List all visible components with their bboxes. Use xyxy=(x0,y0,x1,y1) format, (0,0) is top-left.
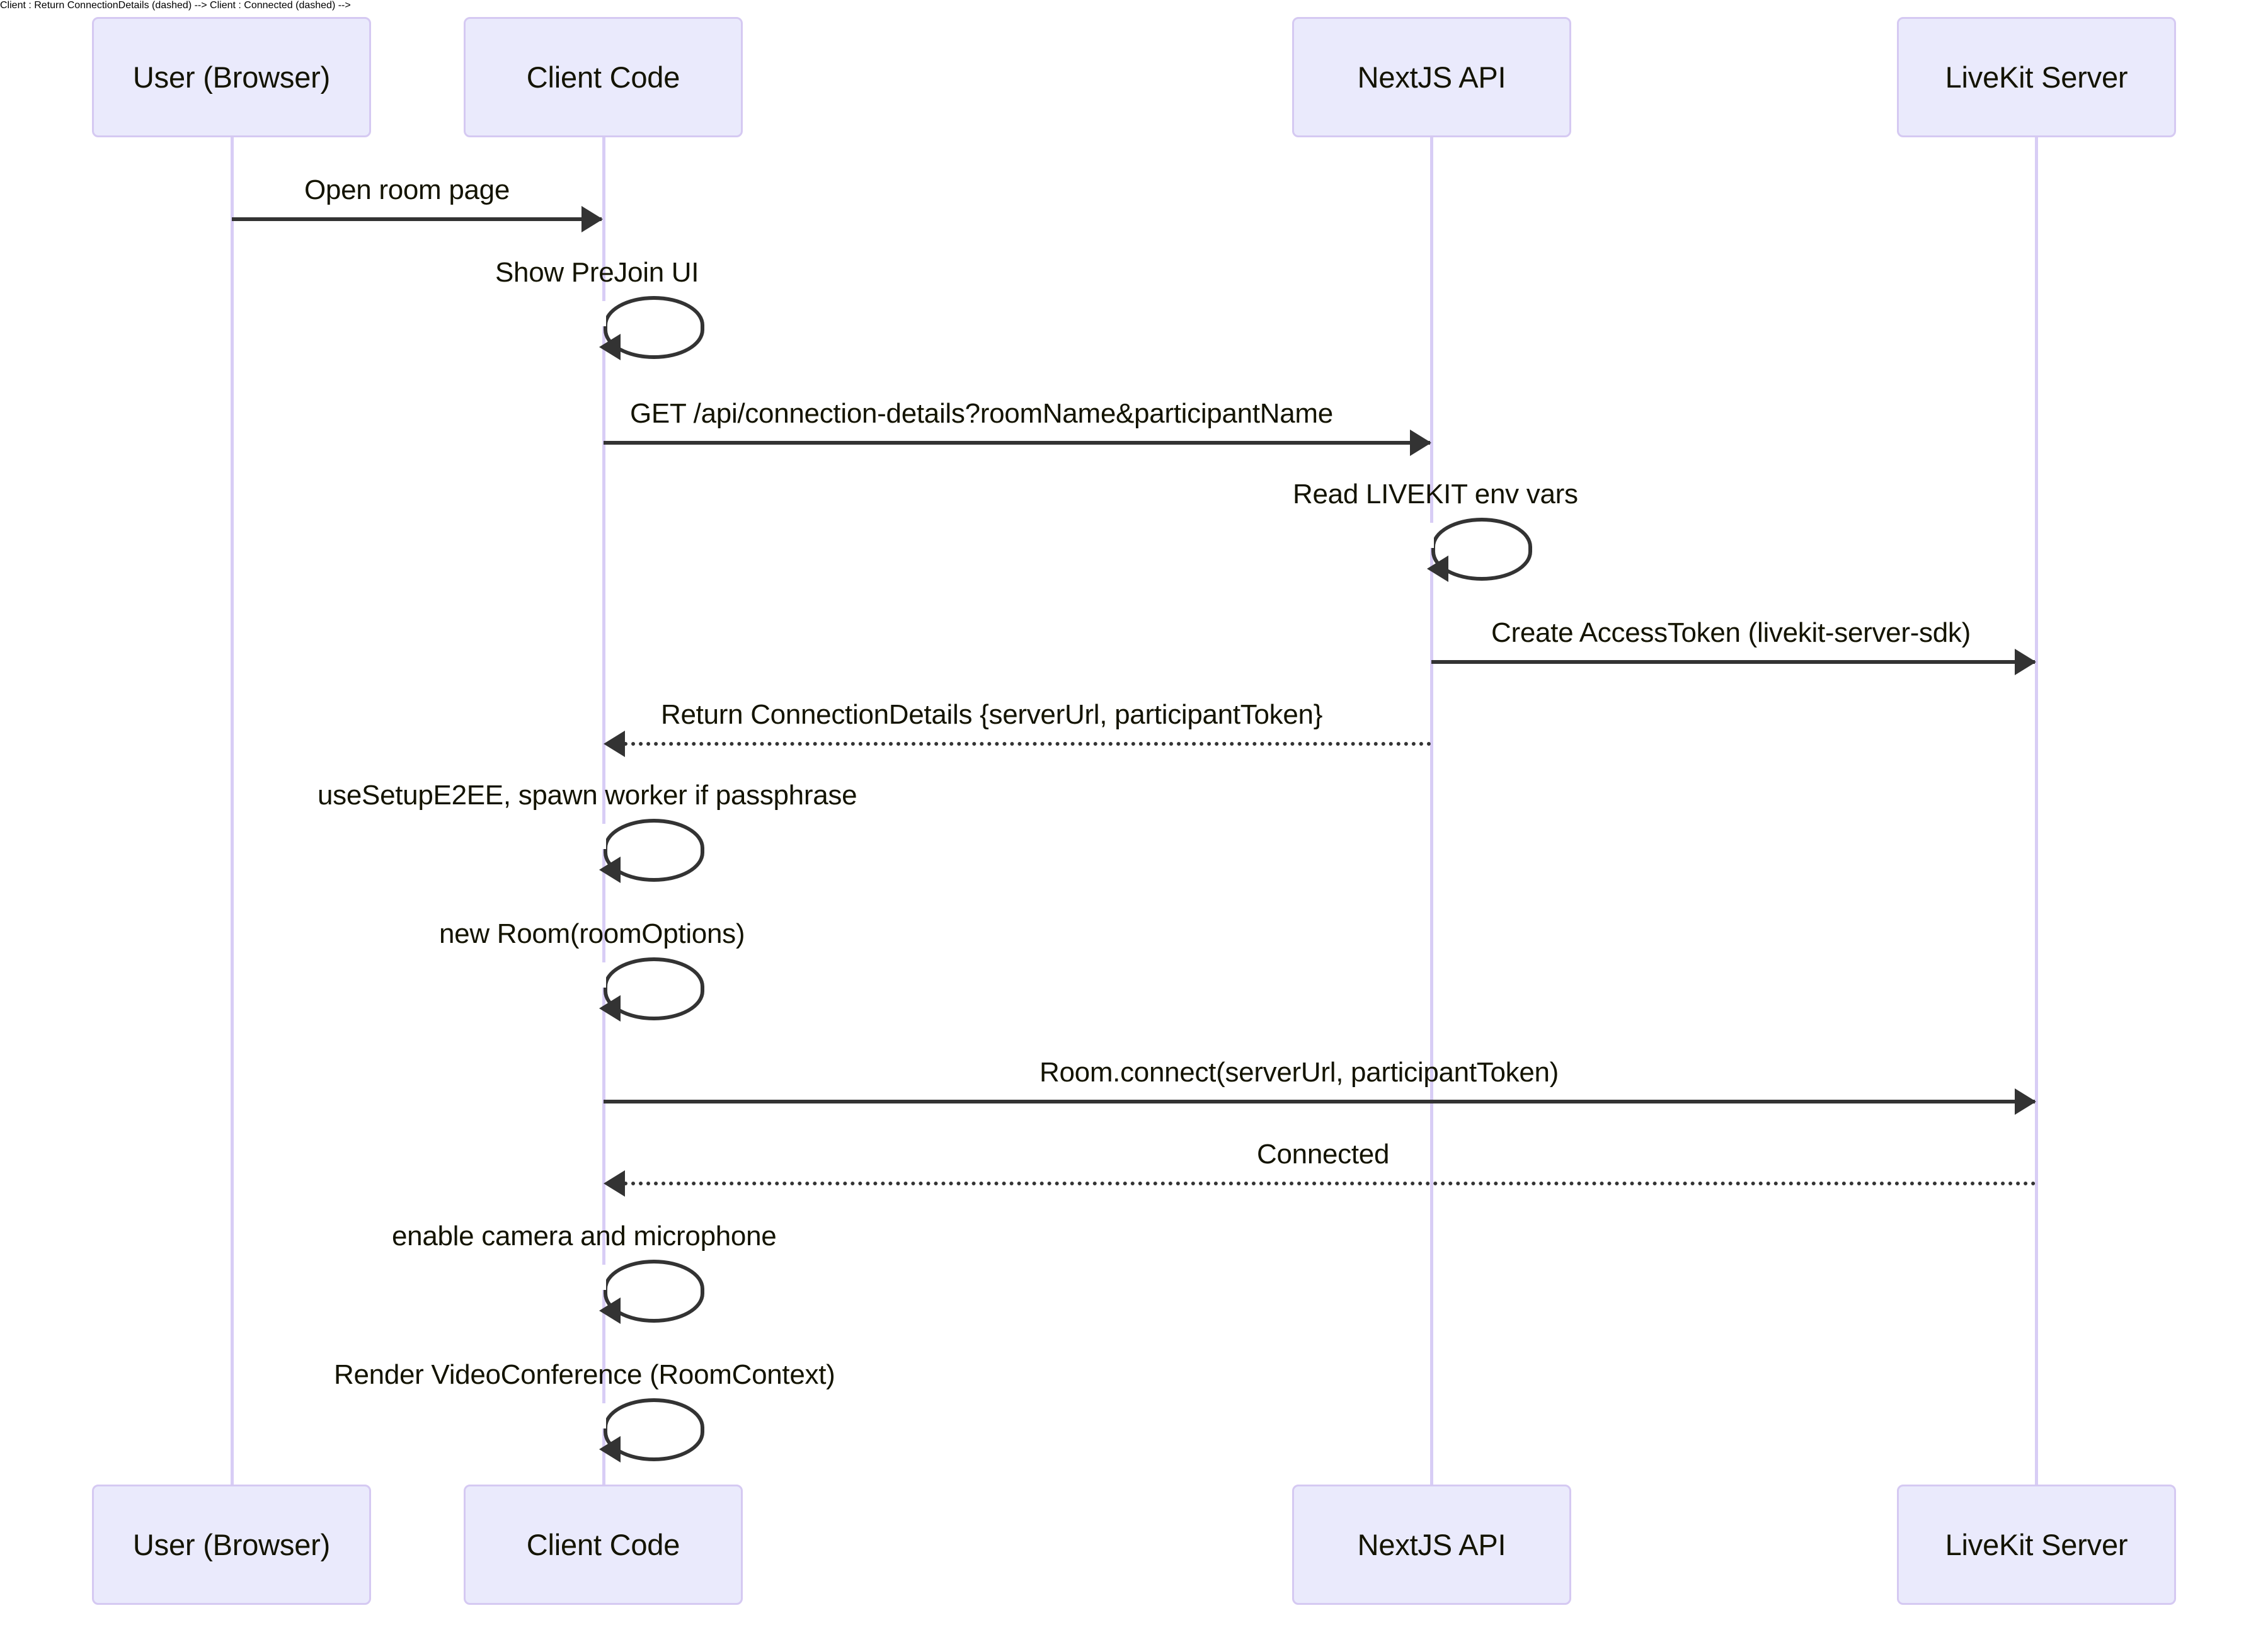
message-line-8 xyxy=(604,1100,2035,1103)
message-selfloop-11 xyxy=(604,1398,704,1461)
message-label-8: Room.connect(serverUrl, participantToken… xyxy=(1040,1057,1559,1088)
actor-box-user-bottom[interactable]: User (Browser) xyxy=(92,1485,371,1605)
message-label-0: Open room page xyxy=(304,174,510,205)
message-line-5 xyxy=(624,742,1431,746)
message-label-11: Render VideoConference (RoomContext) xyxy=(334,1359,835,1390)
message-arrowhead-1 xyxy=(599,334,621,360)
message-arrowhead-10 xyxy=(599,1297,621,1324)
selfloop-mask-7 xyxy=(586,962,606,988)
message-arrowhead-5 xyxy=(604,731,625,757)
actor-box-user-top[interactable]: User (Browser) xyxy=(92,17,371,137)
selfloop-mask-11 xyxy=(586,1403,606,1428)
lifeline-livekit xyxy=(2035,137,2038,1485)
message-arrowhead-2 xyxy=(1410,430,1431,456)
lifeline-api xyxy=(1430,137,1433,1485)
message-line-9 xyxy=(624,1182,2036,1185)
message-label-10: enable camera and microphone xyxy=(392,1221,777,1252)
message-label-6: useSetupE2EE, spawn worker if passphrase xyxy=(318,780,857,811)
actor-box-livekit-bottom[interactable]: LiveKit Server xyxy=(1897,1485,2176,1605)
message-selfloop-10 xyxy=(604,1260,704,1323)
message-label-3: Read LIVEKIT env vars xyxy=(1293,479,1578,510)
actor-box-livekit-top[interactable]: LiveKit Server xyxy=(1897,17,2176,137)
actor-label-client-bottom: Client Code xyxy=(526,1528,680,1561)
selfloop-mask-6 xyxy=(586,824,606,849)
actor-label-api: NextJS API xyxy=(1357,60,1506,94)
actor-label-user: User (Browser) xyxy=(132,60,331,94)
actor-label-livekit-bottom: LiveKit Server xyxy=(1945,1528,2128,1561)
message-label-7: new Room(roomOptions) xyxy=(439,918,745,949)
actor-label-api-bottom: NextJS API xyxy=(1357,1528,1506,1561)
message-label-9: Connected xyxy=(1257,1139,1390,1170)
actor-label-user-bottom: User (Browser) xyxy=(132,1528,331,1561)
actor-box-client-bottom[interactable]: Client Code xyxy=(464,1485,743,1605)
message-line-2 xyxy=(604,441,1430,445)
actor-box-client-top[interactable]: Client Code xyxy=(464,17,743,137)
lifeline-user xyxy=(231,137,234,1485)
actor-box-api-bottom[interactable]: NextJS API xyxy=(1292,1485,1571,1605)
message-selfloop-7 xyxy=(604,957,704,1020)
message-line-0 xyxy=(232,217,602,221)
lifeline-client xyxy=(602,137,605,1485)
message-label-4: Create AccessToken (livekit-server-sdk) xyxy=(1491,617,1971,648)
message-label-1: Show PreJoin UI xyxy=(495,257,699,288)
message-arrowhead-4 xyxy=(2015,649,2036,675)
message-line-4 xyxy=(1431,660,2035,664)
message-arrowhead-6 xyxy=(599,857,621,883)
selfloop-mask-3 xyxy=(1414,523,1434,548)
actor-box-api-top[interactable]: NextJS API xyxy=(1292,17,1571,137)
selfloop-mask-1 xyxy=(586,301,606,326)
message-arrowhead-9 xyxy=(604,1170,625,1197)
message-selfloop-3 xyxy=(1431,518,1532,581)
actor-label-livekit: LiveKit Server xyxy=(1945,60,2128,94)
message-arrowhead-7 xyxy=(599,995,621,1022)
message-arrowhead-3 xyxy=(1427,556,1448,582)
message-label-5: Return ConnectionDetails {serverUrl, par… xyxy=(661,699,1323,730)
selfloop-mask-10 xyxy=(586,1265,606,1290)
message-arrowhead-0 xyxy=(581,206,603,232)
message-selfloop-1 xyxy=(604,296,704,359)
message-selfloop-6 xyxy=(604,819,704,882)
message-arrowhead-11 xyxy=(599,1436,621,1462)
message-arrowhead-8 xyxy=(2015,1088,2036,1115)
message-label-2: GET /api/connection-details?roomName&par… xyxy=(630,398,1333,429)
actor-label-client: Client Code xyxy=(526,60,680,94)
